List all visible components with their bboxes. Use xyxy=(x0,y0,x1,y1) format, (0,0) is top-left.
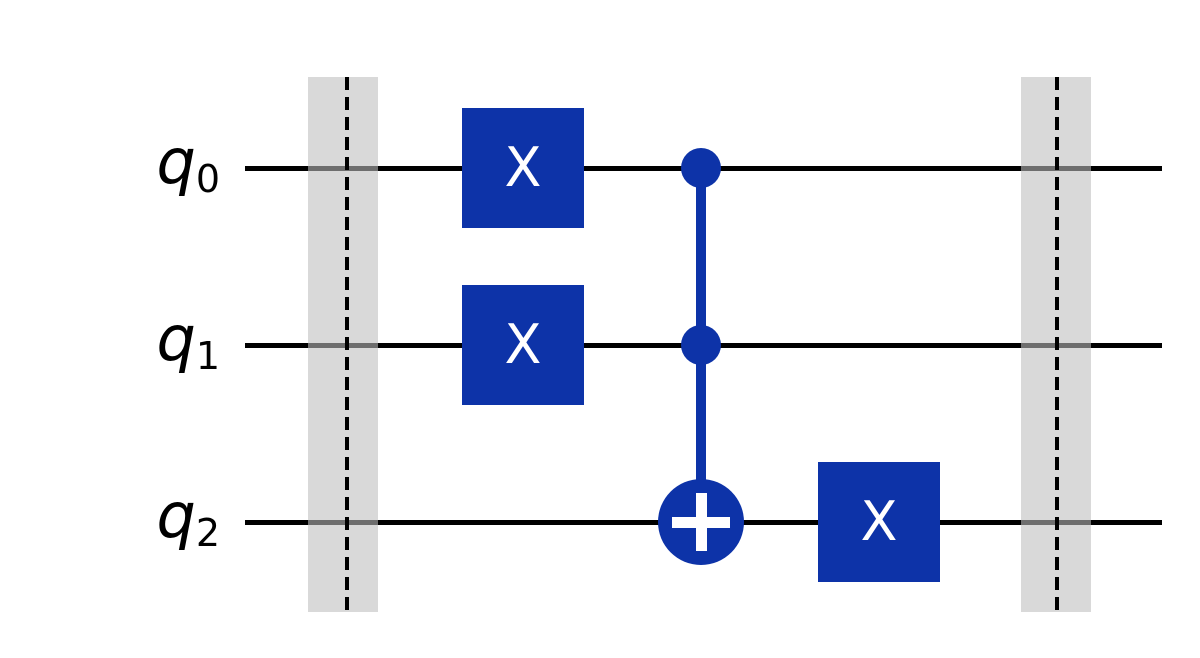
x-gate-q0: X xyxy=(462,108,584,228)
ccx-control-dot-q0 xyxy=(681,148,721,188)
qubit-index: 1 xyxy=(195,334,220,378)
x-gate-label: X xyxy=(860,490,898,553)
qubit-name: q xyxy=(156,125,196,198)
x-gate-q1: X xyxy=(462,285,584,405)
qubit-index: 0 xyxy=(195,157,220,201)
ccx-connector-line xyxy=(696,168,706,480)
ccx-control-dot-q1 xyxy=(681,325,721,365)
plus-icon xyxy=(696,493,707,551)
qubit-index: 2 xyxy=(195,511,220,555)
qubit-label-q0: q0 xyxy=(105,131,220,199)
barrier-start-band xyxy=(308,77,378,612)
x-gate-label: X xyxy=(504,313,542,376)
qubit-name: q xyxy=(156,479,196,552)
qubit-label-q2: q2 xyxy=(105,485,220,553)
barrier-end-dashed-line xyxy=(1055,77,1059,612)
barrier-start-dashed-line xyxy=(345,77,349,612)
ccx-target-q2 xyxy=(658,479,744,565)
x-gate-label: X xyxy=(504,136,542,199)
qubit-label-q1: q1 xyxy=(105,308,220,376)
qubit-name: q xyxy=(156,302,196,375)
x-gate-q2: X xyxy=(818,462,940,582)
